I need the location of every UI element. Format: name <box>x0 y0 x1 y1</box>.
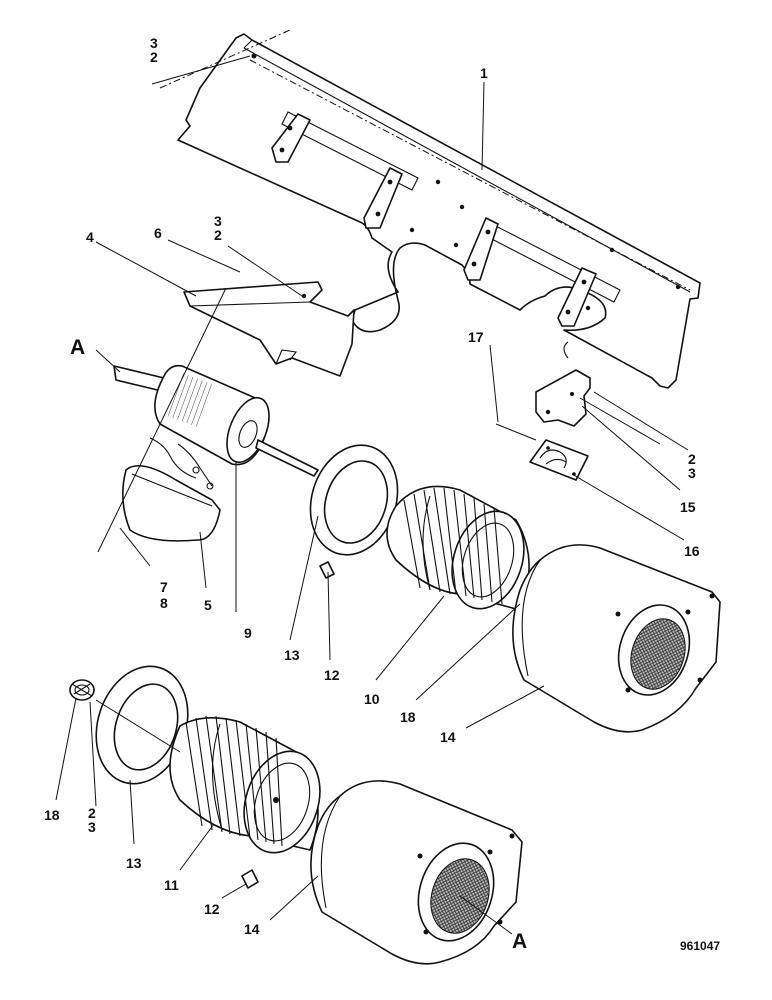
callout-11: 11 <box>164 877 179 893</box>
set-screw-upper <box>319 561 335 579</box>
callout-18-upper: 18 <box>400 709 416 725</box>
callout-3-top: 3 <box>150 35 158 51</box>
callout-18-lower: 18 <box>44 807 60 823</box>
blower-housing-upper <box>512 544 721 733</box>
callout-8: 8 <box>160 595 168 611</box>
drawing-reference-number: 961047 <box>680 939 720 953</box>
leader-lines <box>55 55 689 935</box>
callout-1: 1 <box>480 65 488 81</box>
resistor-block <box>529 439 589 481</box>
blower-motor <box>113 364 319 477</box>
callout-14-lower: 14 <box>244 921 260 937</box>
callout-3-lower: 3 <box>88 819 96 835</box>
inlet-flange-ring-lower <box>95 665 189 785</box>
callout-15: 15 <box>680 499 696 515</box>
callout-6: 6 <box>154 225 162 241</box>
callout-3-bracket: 3 <box>214 213 222 229</box>
callout-16: 16 <box>684 543 700 559</box>
callout-2-lower: 2 <box>88 805 96 821</box>
motor-clamp-strap <box>122 437 221 542</box>
callout-2-bracket: 2 <box>214 227 222 243</box>
callout-10: 10 <box>364 691 380 707</box>
callout-9: 9 <box>244 625 252 641</box>
callout-14-upper: 14 <box>440 729 456 745</box>
callout-17: 17 <box>468 329 484 345</box>
callout-7: 7 <box>160 579 168 595</box>
mounting-plate <box>159 29 701 389</box>
impeller-lower <box>169 715 321 854</box>
callout-12-upper: 12 <box>324 667 340 683</box>
inlet-flange-ring-upper <box>309 444 399 556</box>
callout-2-top: 2 <box>150 49 158 65</box>
callout-4: 4 <box>86 229 94 245</box>
resistor-bracket <box>535 341 591 427</box>
callout-2-right: 2 <box>688 451 696 467</box>
callout-5: 5 <box>204 597 212 613</box>
callout-3-right: 3 <box>688 465 696 481</box>
callout-labels: 1 3 2 3 2 4 6 17 2 3 15 16 7 8 5 9 13 12… <box>44 35 720 953</box>
callout-13-upper: 13 <box>284 647 300 663</box>
impeller-upper <box>386 485 530 611</box>
blower-housing-lower <box>310 780 523 965</box>
hose-clip-lower <box>69 679 95 701</box>
callout-12-lower: 12 <box>204 901 220 917</box>
view-marker-a-housing: A <box>512 930 527 953</box>
motor-bracket <box>183 281 355 377</box>
view-marker-a-motor: A <box>70 336 85 359</box>
callout-13-lower: 13 <box>126 855 142 871</box>
